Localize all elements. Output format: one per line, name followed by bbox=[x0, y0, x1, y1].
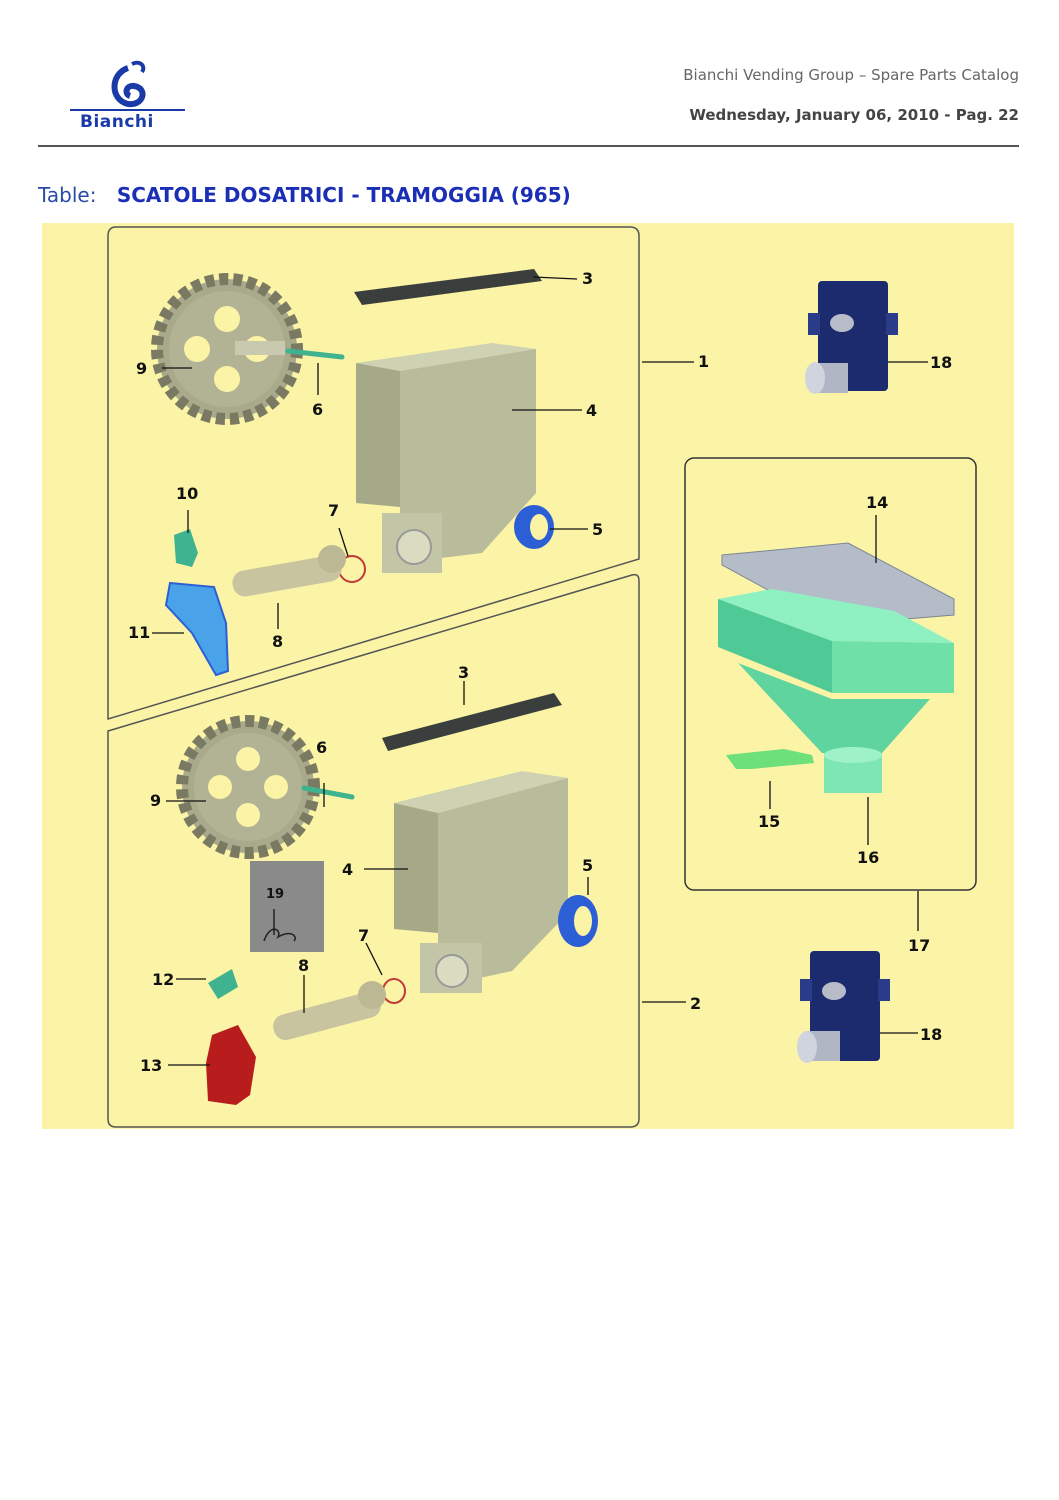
table-name: SCATOLE DOSATRICI - TRAMOGGIA (965) bbox=[116, 183, 571, 207]
inset-19 bbox=[250, 861, 324, 952]
screw-part bbox=[232, 545, 346, 597]
blue-ring-part bbox=[514, 505, 554, 549]
callout-4: 4 bbox=[586, 401, 597, 420]
callout-9: 9 bbox=[136, 359, 147, 378]
table-title: Table: SCATOLE DOSATRICI - TRAMOGGIA (96… bbox=[38, 183, 571, 207]
callout-7: 7 bbox=[328, 501, 339, 520]
group-frame-17 bbox=[684, 457, 977, 891]
o-ring-part bbox=[382, 978, 406, 1004]
green-clip-part bbox=[726, 749, 814, 769]
callout-6: 6 bbox=[316, 738, 327, 757]
callout-3: 3 bbox=[582, 269, 593, 288]
teal-clip-part bbox=[174, 529, 198, 567]
callout-5: 5 bbox=[592, 520, 603, 539]
gasket-part bbox=[354, 269, 542, 305]
callout-1: 1 bbox=[698, 352, 709, 371]
spring-part bbox=[263, 928, 296, 942]
header-divider bbox=[38, 145, 1019, 147]
callout-14: 14 bbox=[866, 493, 888, 512]
callout-3: 3 bbox=[458, 663, 469, 682]
callout-4: 4 bbox=[342, 860, 353, 879]
leader-lines bbox=[152, 276, 928, 1066]
motor-part bbox=[797, 951, 890, 1063]
teal-clip-part bbox=[208, 969, 238, 999]
screw-part bbox=[273, 981, 386, 1041]
callout-13: 13 bbox=[140, 1056, 162, 1075]
hopper-part bbox=[356, 343, 536, 573]
callout-8: 8 bbox=[272, 632, 283, 651]
parts-diagram-svg: 3 1 9 6 4 5 7 10 11 8 3 2 9 6 4 5 7 8 12… bbox=[107, 226, 977, 1128]
callout-7: 7 bbox=[358, 926, 369, 945]
callout-19: 19 bbox=[266, 887, 284, 902]
blue-lever-part bbox=[164, 581, 230, 677]
callout-18: 18 bbox=[930, 353, 952, 372]
table-label: Table: bbox=[38, 183, 97, 207]
group-frame-1 bbox=[107, 226, 640, 721]
callout-10: 10 bbox=[176, 484, 198, 503]
gear-part bbox=[151, 273, 303, 425]
group-frame-2 bbox=[107, 573, 640, 1128]
red-lever-part bbox=[206, 1025, 256, 1105]
gasket-part bbox=[382, 693, 562, 751]
callout-11: 11 bbox=[128, 623, 150, 642]
pin-part bbox=[301, 785, 355, 800]
pin-part bbox=[285, 348, 345, 360]
parts-diagram: 3 1 9 6 4 5 7 10 11 8 3 2 9 6 4 5 7 8 12… bbox=[42, 223, 1014, 1129]
logo-text: Bianchi bbox=[80, 112, 154, 132]
motor-part bbox=[805, 281, 898, 394]
callout-9: 9 bbox=[150, 791, 161, 810]
callout-16: 16 bbox=[857, 848, 879, 867]
date-page: Wednesday, January 06, 2010 - Pag. 22 bbox=[689, 106, 1019, 124]
callout-8: 8 bbox=[298, 956, 309, 975]
callout-18: 18 bbox=[920, 1025, 942, 1044]
green-hopper-part bbox=[718, 589, 954, 793]
callout-2: 2 bbox=[690, 994, 701, 1013]
callout-6: 6 bbox=[312, 400, 323, 419]
blue-ring-part bbox=[558, 895, 598, 947]
lid-part bbox=[721, 542, 955, 626]
callout-17: 17 bbox=[908, 936, 930, 955]
catalog-title: Bianchi Vending Group – Spare Parts Cata… bbox=[683, 66, 1019, 84]
callout-15: 15 bbox=[758, 812, 780, 831]
callout-12: 12 bbox=[152, 970, 174, 989]
gear-part bbox=[176, 715, 320, 859]
bianchi-logo-icon bbox=[70, 60, 185, 111]
hopper-part bbox=[394, 771, 568, 993]
callout-5: 5 bbox=[582, 856, 593, 875]
